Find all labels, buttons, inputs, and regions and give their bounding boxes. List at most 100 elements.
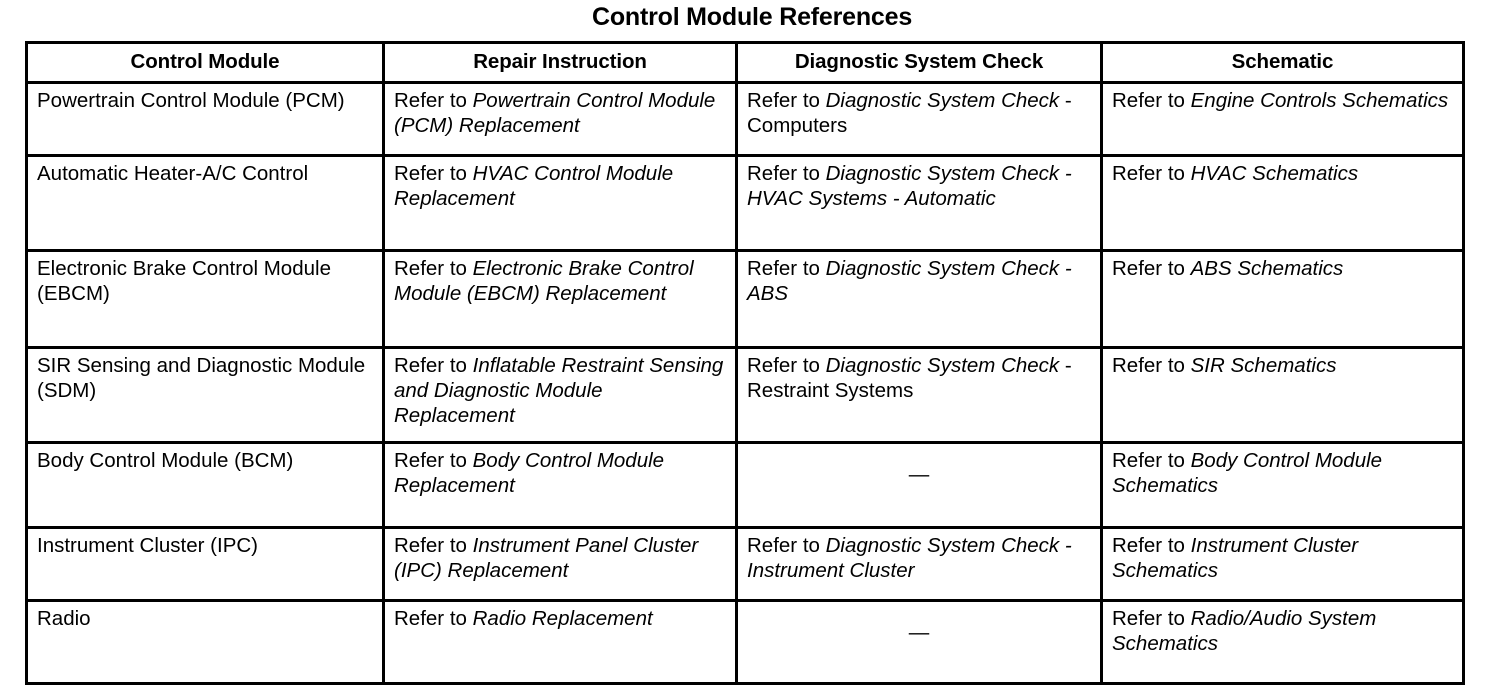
table-row: Powertrain Control Module (PCM) Refer to … — [25, 81, 1465, 157]
diagnostic-system-check-suffix: - Computers — [747, 89, 1072, 137]
cell-repair-instruction: Refer to Electronic Brake Control Module… — [382, 249, 738, 349]
cell-repair-instruction: Refer to Radio Replacement — [382, 599, 738, 685]
schematic-text: Refer to HVAC Schematics — [1112, 161, 1453, 186]
schematic-text: Refer to Engine Controls Schematics — [1112, 88, 1453, 113]
schematic-reference: HVAC Schematics — [1190, 162, 1359, 185]
column-header-diagnostic-system-check: Diagnostic System Check — [735, 41, 1103, 84]
schematic-text: Refer to Radio/Audio System Schematics — [1112, 606, 1453, 656]
em-dash-placeholder: — — [908, 463, 930, 486]
repair-instruction-reference: Radio Replacement — [472, 607, 653, 630]
repair-instruction-reference: Electronic Brake Control Module (EBCM) R… — [394, 257, 694, 305]
column-header-repair-instruction: Repair Instruction — [382, 41, 738, 84]
table-header-row: Control Module Repair Instruction Diagno… — [25, 41, 1465, 84]
diagnostic-system-check-reference: Diagnostic System Check - HVAC Systems -… — [747, 162, 1072, 210]
control-module-name: Powertrain Control Module (PCM) — [37, 89, 345, 112]
diagnostic-system-check-text: Refer to Diagnostic System Check - Restr… — [747, 353, 1091, 403]
column-header-control-module: Control Module — [25, 41, 385, 84]
schematic-prefix: Refer to — [1112, 534, 1191, 557]
schematic-reference: Instrument Cluster Schematics — [1112, 534, 1359, 582]
repair-instruction-prefix: Refer to — [394, 449, 473, 472]
cell-diagnostic-system-check: — — [735, 441, 1103, 529]
repair-instruction-text: Refer to Body Control Module Replacement — [394, 448, 726, 498]
cell-schematic: Refer to SIR Schematics — [1100, 346, 1465, 444]
cell-schematic: Refer to Body Control Module Schematics — [1100, 441, 1465, 529]
schematic-prefix: Refer to — [1112, 89, 1191, 112]
cell-diagnostic-system-check: Refer to Diagnostic System Check - Compu… — [735, 81, 1103, 157]
schematic-prefix: Refer to — [1112, 162, 1191, 185]
table-body: Powertrain Control Module (PCM) Refer to … — [25, 81, 1465, 685]
cell-diagnostic-system-check: Refer to Diagnostic System Check - Restr… — [735, 346, 1103, 444]
diagnostic-system-check-prefix: Refer to — [747, 534, 826, 557]
control-module-name: Radio — [37, 607, 91, 630]
repair-instruction-prefix: Refer to — [394, 89, 473, 112]
repair-instruction-prefix: Refer to — [394, 354, 473, 377]
cell-repair-instruction: Refer to Inflatable Restraint Sensing an… — [382, 346, 738, 444]
diagnostic-system-check-reference: Diagnostic System Check - ABS — [747, 257, 1072, 305]
table-row: Instrument Cluster (IPC) Refer to Instrum… — [25, 526, 1465, 602]
diagnostic-system-check-reference: Diagnostic System Check — [825, 89, 1060, 112]
schematic-text: Refer to SIR Schematics — [1112, 353, 1453, 378]
cell-schematic: Refer to Radio/Audio System Schematics — [1100, 599, 1465, 685]
column-header-schematic: Schematic — [1100, 41, 1465, 84]
em-dash-placeholder: — — [908, 621, 930, 644]
schematic-prefix: Refer to — [1112, 607, 1191, 630]
repair-instruction-text: Refer to Powertrain Control Module (PCM)… — [394, 88, 726, 138]
diagnostic-system-check-text: Refer to Diagnostic System Check - ABS — [747, 256, 1091, 306]
schematic-prefix: Refer to — [1112, 257, 1191, 280]
repair-instruction-text: Refer to HVAC Control Module Replacement — [394, 161, 726, 211]
schematic-reference: ABS Schematics — [1190, 257, 1344, 280]
schematic-text: Refer to Instrument Cluster Schematics — [1112, 533, 1453, 583]
diagnostic-system-check-prefix: Refer to — [747, 89, 826, 112]
table-row: SIR Sensing and Diagnostic Module (SDM)R… — [25, 346, 1465, 444]
repair-instruction-reference: Body Control Module Replacement — [394, 449, 665, 497]
table-row: Electronic Brake Control Module (EBCM) Re… — [25, 249, 1465, 349]
cell-repair-instruction: Refer to Instrument Panel Cluster (IPC) … — [382, 526, 738, 602]
cell-repair-instruction: Refer to Body Control Module Replacement — [382, 441, 738, 529]
schematic-text: Refer to Body Control Module Schematics — [1112, 448, 1453, 498]
control-module-name: Automatic Heater-A/C Control — [37, 162, 309, 185]
control-module-name: Instrument Cluster (IPC) — [37, 534, 258, 557]
diagnostic-system-check-text: Refer to Diagnostic System Check - Instr… — [747, 533, 1091, 583]
schematic-text: Refer to ABS Schematics — [1112, 256, 1453, 281]
diagnostic-system-check-prefix: Refer to — [747, 257, 826, 280]
table-row: Automatic Heater-A/C Control Refer to HVA… — [25, 154, 1465, 252]
repair-instruction-reference: Inflatable Restraint Sensing and Diagnos… — [394, 354, 724, 427]
page-title: Control Module References — [591, 3, 913, 31]
repair-instruction-text: Refer to Instrument Panel Cluster (IPC) … — [394, 533, 726, 583]
repair-instruction-prefix: Refer to — [394, 534, 473, 557]
cell-schematic: Refer to Engine Controls Schematics — [1100, 81, 1465, 157]
diagnostic-system-check-text: Refer to Diagnostic System Check - HVAC … — [747, 161, 1091, 211]
diagnostic-system-check-text: Refer to Diagnostic System Check - Compu… — [747, 88, 1091, 138]
cell-diagnostic-system-check: Refer to Diagnostic System Check - ABS — [735, 249, 1103, 349]
cell-control-module: Instrument Cluster (IPC) — [25, 526, 385, 602]
cell-schematic: Refer to ABS Schematics — [1100, 249, 1465, 349]
cell-control-module: SIR Sensing and Diagnostic Module (SDM) — [25, 346, 385, 444]
repair-instruction-prefix: Refer to — [394, 162, 473, 185]
repair-instruction-text: Refer to Electronic Brake Control Module… — [394, 256, 726, 306]
cell-control-module: Powertrain Control Module (PCM) — [25, 81, 385, 157]
cell-repair-instruction: Refer to HVAC Control Module Replacement — [382, 154, 738, 252]
repair-instruction-prefix: Refer to — [394, 257, 473, 280]
cell-diagnostic-system-check: Refer to Diagnostic System Check - HVAC … — [735, 154, 1103, 252]
cell-schematic: Refer to HVAC Schematics — [1100, 154, 1465, 252]
repair-instruction-reference: HVAC Control Module Replacement — [394, 162, 674, 210]
diagnostic-system-check-reference: Diagnostic System Check - Instrument Clu… — [747, 534, 1072, 582]
repair-instruction-prefix: Refer to — [394, 607, 473, 630]
cell-control-module: Automatic Heater-A/C Control — [25, 154, 385, 252]
repair-instruction-text: Refer to Radio Replacement — [394, 606, 726, 631]
schematic-prefix: Refer to — [1112, 449, 1191, 472]
control-module-name: Body Control Module (BCM) — [37, 449, 294, 472]
cell-diagnostic-system-check: — — [735, 599, 1103, 685]
schematic-reference: SIR Schematics — [1190, 354, 1337, 377]
repair-instruction-text: Refer to Inflatable Restraint Sensing an… — [394, 353, 726, 428]
cell-control-module: Electronic Brake Control Module (EBCM) — [25, 249, 385, 349]
diagnostic-system-check-suffix: - Restraint Systems — [747, 354, 1072, 402]
table-row: Radio Refer to Radio Replacement — Refer to… — [25, 599, 1465, 685]
control-module-name: Electronic Brake Control Module (EBCM) — [37, 257, 331, 305]
schematic-prefix: Refer to — [1112, 354, 1191, 377]
control-module-references-table: Control Module Repair Instruction Diagno… — [25, 41, 1465, 685]
diagnostic-system-check-prefix: Refer to — [747, 162, 826, 185]
schematic-reference: Body Control Module Schematics — [1112, 449, 1383, 497]
table-row: Body Control Module (BCM) Refer to Body C… — [25, 441, 1465, 529]
repair-instruction-reference: Instrument Panel Cluster (IPC) Replaceme… — [394, 534, 699, 582]
